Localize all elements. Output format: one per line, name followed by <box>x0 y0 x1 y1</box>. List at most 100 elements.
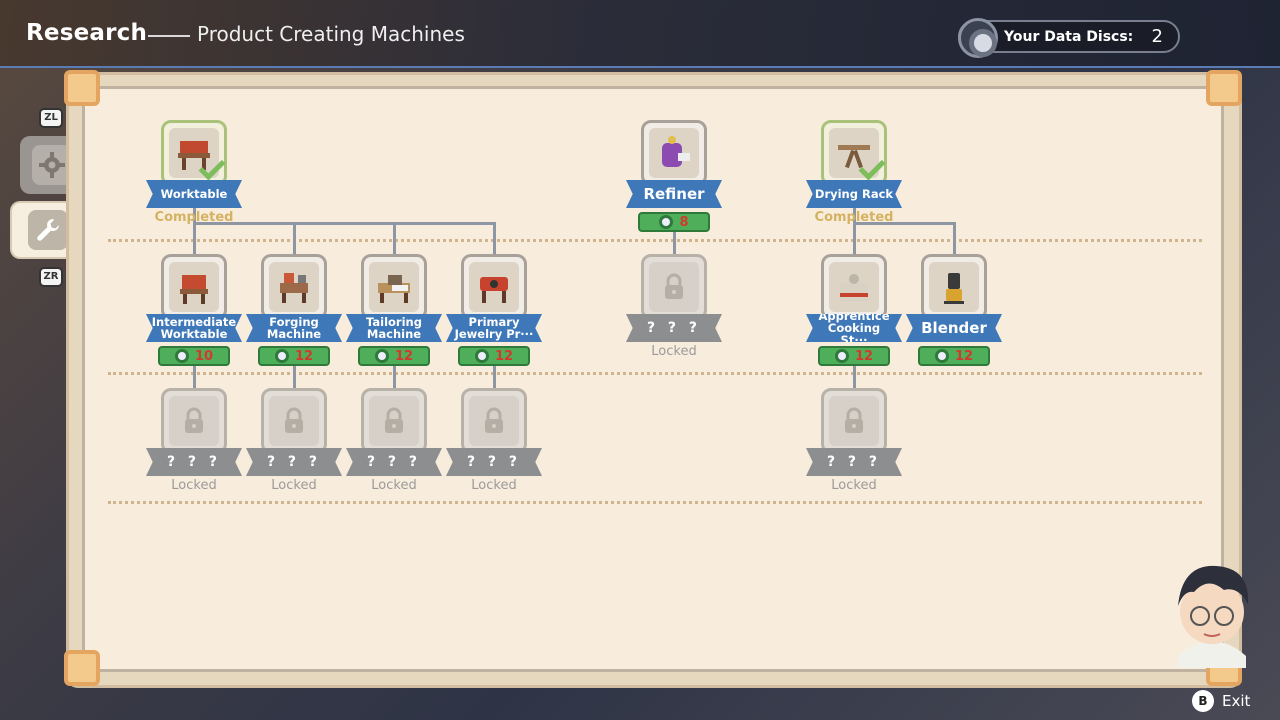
cost-value: 8 <box>679 214 689 230</box>
lock-icon <box>385 407 403 433</box>
b-button-icon: B <box>1192 690 1214 712</box>
title-divider <box>148 35 190 37</box>
exit-label: Exit <box>1222 692 1251 710</box>
connector-line <box>853 222 955 225</box>
lock-icon <box>285 407 303 433</box>
data-disc-icon <box>834 349 849 363</box>
machine-node-intermediate-worktable[interactable]: Intermediate Worktable 10 <box>144 254 244 384</box>
jewelry-machine-icon <box>480 277 508 303</box>
connector-line <box>293 222 296 254</box>
machine-status: Completed <box>154 210 234 225</box>
connector-line <box>853 208 856 254</box>
machine-name: Refiner <box>643 185 705 203</box>
data-disc-icon <box>474 349 489 363</box>
machine-name: ? ? ? <box>266 454 322 470</box>
machine-node-refiner[interactable]: Refiner 8 <box>624 120 724 250</box>
machine-node-locked[interactable]: ? ? ? Locked <box>244 388 344 518</box>
zl-button-hint: ZL <box>39 108 63 128</box>
machine-node-worktable[interactable]: Worktable Completed <box>144 120 244 250</box>
connector-line <box>493 364 496 388</box>
cost-value: 12 <box>494 348 514 364</box>
machine-node-locked[interactable]: ? ? ? Locked <box>624 254 724 384</box>
data-disc-icon <box>374 349 389 363</box>
machine-name: ? ? ? <box>166 454 222 470</box>
character-portrait <box>1164 556 1260 668</box>
machine-name: Apprentice Cooking St··· <box>818 309 890 347</box>
connector-line <box>493 222 496 254</box>
lock-icon <box>665 273 683 299</box>
blender-icon <box>944 273 964 304</box>
data-disc-icon <box>274 349 289 363</box>
lock-icon <box>485 407 503 433</box>
connector-line <box>673 230 676 254</box>
data-disc-icon <box>958 18 998 58</box>
drying-rack-icon <box>838 145 870 169</box>
frame-corner <box>64 70 100 106</box>
machine-status: Locked <box>651 344 697 359</box>
lock-icon <box>185 407 203 433</box>
data-discs-count: 2 <box>1151 26 1163 47</box>
machine-name: ? ? ? <box>826 454 882 470</box>
data-disc-icon <box>659 215 674 229</box>
research-cost: 12 <box>258 346 330 366</box>
machine-name: ? ? ? <box>466 454 522 470</box>
machine-node-apprentice-cooking[interactable]: Apprentice Cooking St··· 12 <box>804 254 904 384</box>
wrench-icon <box>37 219 59 241</box>
cost-value: 10 <box>194 348 214 364</box>
connector-line <box>853 364 856 388</box>
machine-node-locked[interactable]: ? ? ? Locked <box>144 388 244 518</box>
lock-icon <box>845 407 863 433</box>
intermediate-worktable-icon <box>180 275 208 304</box>
frame-corner <box>1206 70 1242 106</box>
machine-name: Worktable <box>160 187 228 201</box>
machine-node-drying-rack[interactable]: Drying Rack Completed <box>804 120 904 250</box>
cooking-station-icon <box>840 274 868 301</box>
tier-divider <box>108 372 1202 375</box>
research-cost: 8 <box>638 212 710 232</box>
forging-machine-icon <box>280 273 308 303</box>
research-cost: 12 <box>358 346 430 366</box>
cost-value: 12 <box>954 348 974 364</box>
frame-corner <box>64 650 100 686</box>
machine-node-tailoring-machine[interactable]: Tailoring Machine 12 <box>344 254 444 384</box>
connector-line <box>393 364 396 388</box>
machine-name: Blender <box>921 319 987 337</box>
tailoring-machine-icon <box>378 275 410 303</box>
data-discs-counter: Your Data Discs: 2 <box>958 18 1180 58</box>
page-title: Research <box>26 20 148 46</box>
cost-value: 12 <box>294 348 314 364</box>
machine-node-locked[interactable]: ? ? ? Locked <box>344 388 444 518</box>
machine-status: Locked <box>371 478 417 493</box>
refiner-icon <box>662 136 690 167</box>
machine-name: ? ? ? <box>646 320 702 336</box>
machine-name: Drying Rack <box>814 187 894 201</box>
machine-node-forging-machine[interactable]: Forging Machine 12 <box>244 254 344 384</box>
research-cost: 10 <box>158 346 230 366</box>
top-bar: Research Product Creating Machines Your … <box>0 0 1280 68</box>
machine-node-primary-jewelry[interactable]: Primary Jewelry Pr··· 12 <box>444 254 544 384</box>
machine-name: Tailoring Machine <box>366 315 422 341</box>
machine-status: Locked <box>831 478 877 493</box>
research-cost: 12 <box>918 346 990 366</box>
connector-line <box>193 222 495 225</box>
gear-icon <box>39 152 65 178</box>
tier-divider <box>108 501 1202 504</box>
page-subtitle: Product Creating Machines <box>197 22 465 46</box>
machine-name: ? ? ? <box>366 454 422 470</box>
machine-name: Forging Machine <box>266 315 322 341</box>
connector-line <box>193 364 196 388</box>
machine-status: Completed <box>814 210 894 225</box>
data-disc-icon <box>174 349 189 363</box>
machine-node-locked[interactable]: ? ? ? Locked <box>444 388 544 518</box>
tier-divider <box>108 239 1202 242</box>
machine-status: Locked <box>171 478 217 493</box>
machine-status: Locked <box>271 478 317 493</box>
machine-node-locked[interactable]: ? ? ? Locked <box>804 388 904 518</box>
machine-node-blender[interactable]: Blender 12 <box>904 254 1004 384</box>
connector-line <box>293 364 296 388</box>
connector-line <box>193 208 196 254</box>
worktable-icon <box>178 141 210 170</box>
exit-button[interactable]: B Exit <box>1192 690 1250 712</box>
zr-button-hint: ZR <box>39 267 63 287</box>
data-discs-label: Your Data Discs: <box>1004 29 1134 45</box>
